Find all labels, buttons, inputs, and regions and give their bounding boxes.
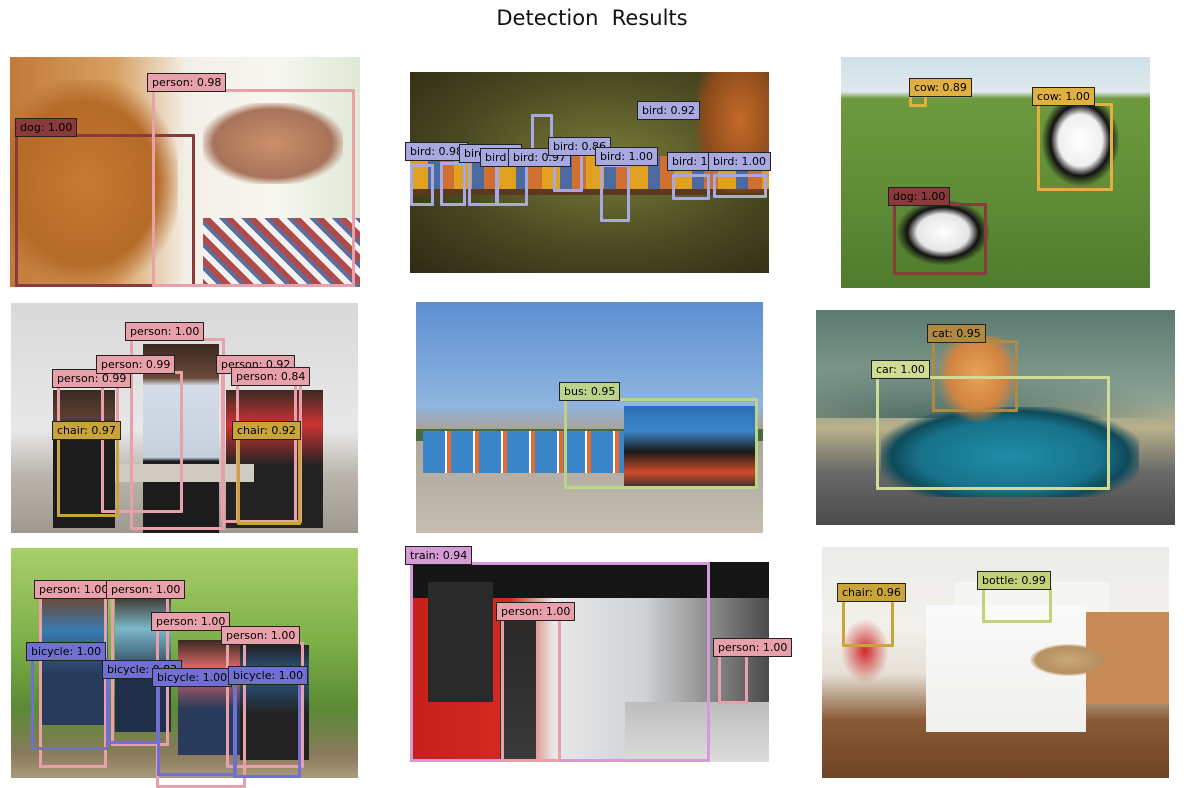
- bbox-label: person: 0.98: [147, 73, 227, 92]
- bbox-car: [876, 376, 1110, 490]
- bbox-label: chair: 0.96: [837, 583, 906, 602]
- bbox-label: person: 1.00: [125, 322, 205, 341]
- bbox-label: chair: 0.97: [52, 421, 121, 440]
- photo-region: [624, 405, 757, 490]
- bbox-label: bicycle: 1.00: [26, 642, 107, 661]
- bbox-label: bottle: 0.99: [977, 571, 1051, 590]
- photo-region: [38, 598, 109, 726]
- photo-region: [839, 616, 892, 686]
- bbox-label: car: 1.00: [871, 360, 930, 379]
- bbox-label: bird: 0.86: [548, 137, 612, 156]
- bbox-chair: [237, 437, 301, 525]
- photo-region: [226, 390, 324, 529]
- bbox-dog: [893, 203, 987, 275]
- photo-region: [1030, 644, 1107, 677]
- bbox-label: bird: 0.98: [405, 142, 469, 161]
- photo-region: [499, 602, 536, 762]
- bbox-bicycle: [233, 682, 301, 778]
- photo-region: [240, 644, 310, 760]
- bbox-label: person: 1.00: [496, 602, 576, 621]
- bbox-label: cow: 1.00: [1032, 87, 1095, 106]
- bbox-label: bicycle: 1.00: [228, 666, 309, 685]
- bbox-label: person: 0.99: [96, 355, 176, 374]
- bbox-label: bird: [480, 148, 512, 167]
- bbox-bird: [440, 162, 466, 206]
- photo-cows: [841, 57, 1150, 288]
- bbox-person: [718, 654, 748, 704]
- bbox-label: bird: 0.92: [637, 101, 701, 120]
- bbox-label: train: 0.94: [405, 546, 473, 565]
- figure-title: Detection Results: [496, 6, 688, 30]
- panel-buses: bus: 0.95: [416, 302, 763, 533]
- bbox-bottle: [982, 587, 1052, 623]
- bbox-label: person: 1.00: [151, 612, 231, 631]
- bbox-bicycle: [31, 658, 109, 750]
- bbox-label: person: 1.00: [713, 638, 793, 657]
- photo-region: [10, 80, 178, 287]
- photo-buses: [416, 302, 763, 533]
- photo-region: [880, 406, 1140, 498]
- photo-region: [115, 464, 254, 483]
- bbox-person: [152, 89, 355, 287]
- bbox-label: cow: 0.89: [909, 78, 972, 97]
- bbox-label: bicycle: 1.00: [152, 668, 233, 687]
- bbox-bird: [672, 174, 710, 200]
- photo-region: [625, 702, 769, 762]
- panel-dog-person: dog: 1.00 person: 0.98: [10, 57, 360, 287]
- bbox-bird: [713, 174, 767, 198]
- panel-kitchen: chair: 0.96 bottle: 0.99: [822, 547, 1169, 778]
- bbox-label: chair: 0.92: [232, 421, 301, 440]
- photo-region: [896, 200, 990, 265]
- panel-cows: cow: 0.89 cow: 1.00 dog: 1.00: [841, 57, 1150, 288]
- photo-region: [427, 582, 493, 702]
- bbox-chair: [842, 599, 894, 647]
- bbox-bus: [564, 398, 758, 489]
- bbox-dog: [15, 134, 195, 287]
- panel-cat-car: cat: 0.95 car: 1.00: [816, 310, 1175, 525]
- bbox-label: bicycle: 0.83: [102, 660, 183, 679]
- bbox-label: person: 0.84: [231, 367, 311, 386]
- bbox-label: bird: 1.00: [595, 147, 659, 166]
- photo-dog-person: [10, 57, 360, 287]
- bbox-cow: [1037, 103, 1113, 191]
- bbox-bird: [410, 164, 434, 206]
- photo-region: [52, 390, 116, 529]
- photo-region: [177, 640, 240, 755]
- bbox-label: person: 1.00: [34, 580, 114, 599]
- bbox-label: dog: 1.00: [15, 118, 78, 137]
- bbox-bicycle: [157, 684, 237, 776]
- bbox-chair: [57, 437, 119, 517]
- bbox-bird: [600, 164, 630, 222]
- bbox-label: dog: 1.00: [888, 187, 951, 206]
- bbox-label: person: 1.00: [106, 580, 186, 599]
- bbox-label: cat: 0.95: [927, 324, 986, 343]
- photo-region: [1041, 103, 1120, 187]
- bbox-label: person: 1.00: [221, 626, 301, 645]
- photo-region: [202, 218, 360, 287]
- bbox-label: bird: 1.00: [708, 152, 772, 171]
- photo-region: [202, 103, 343, 184]
- panel-train: train: 0.94 person: 1.00 person: 1.00: [405, 546, 793, 762]
- bbox-person: [501, 618, 561, 762]
- bbox-label: bus: 0.95: [559, 382, 621, 401]
